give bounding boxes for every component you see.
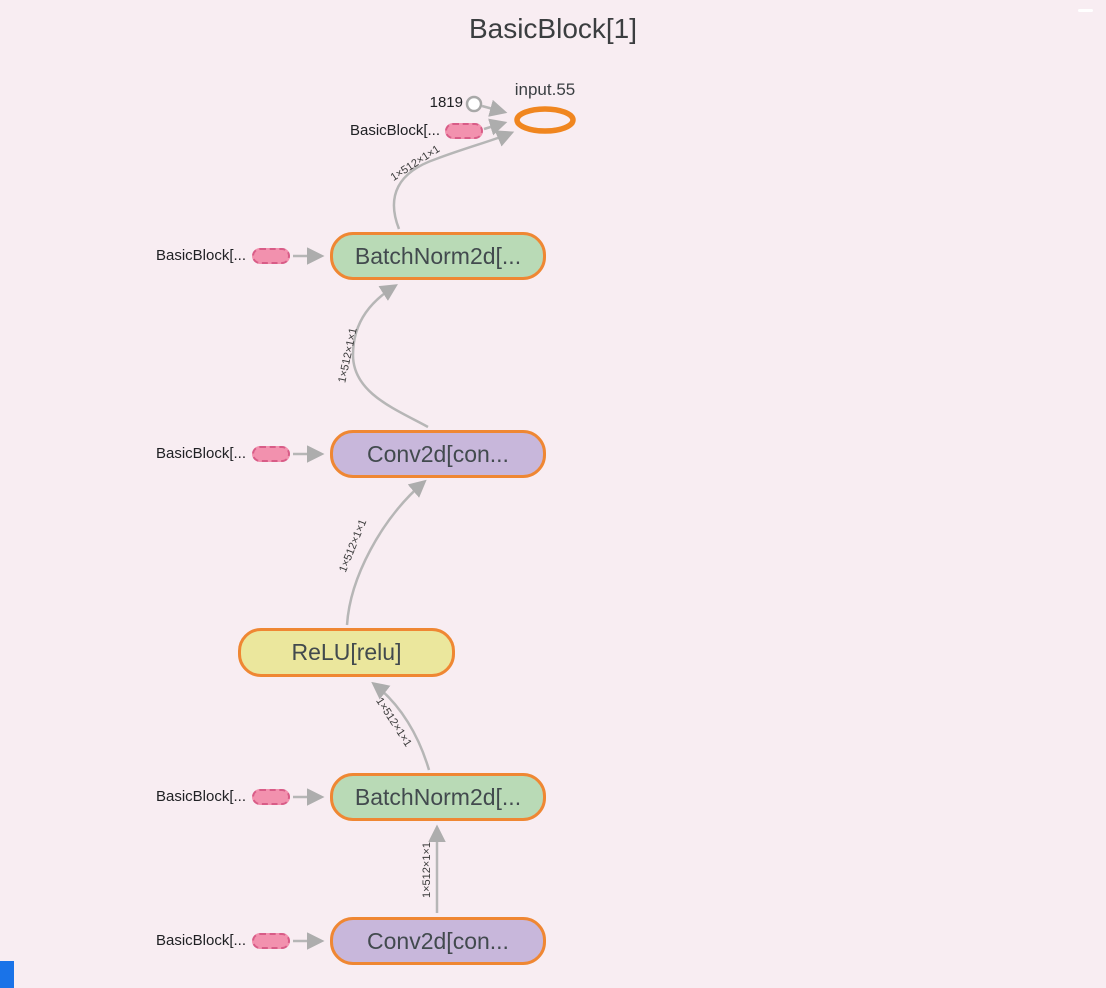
input-stub-label: BasicBlock[... — [349, 122, 440, 139]
edge-path — [481, 99, 508, 117]
edge-shape-label: 1×512×1×1 — [389, 143, 442, 184]
node-conv2d-top[interactable]: Conv2d[con... — [330, 430, 546, 478]
edge-path — [483, 118, 508, 136]
output-node-label: input.55 — [514, 80, 576, 99]
const-node-circle[interactable] — [465, 95, 483, 113]
edge-path — [351, 284, 429, 429]
input-stub[interactable] — [252, 789, 290, 805]
edge-shape-label: 1×512×1×1 — [421, 842, 433, 898]
input-stub-label: BasicBlock[... — [155, 247, 246, 264]
node-batchnorm2d-top[interactable]: BatchNorm2d[... — [330, 232, 546, 280]
node-label: Conv2d[con... — [367, 440, 509, 467]
input-stub-label: BasicBlock[... — [155, 788, 246, 805]
input-stub[interactable] — [445, 123, 483, 139]
input-stub[interactable] — [252, 248, 290, 264]
const-node-label: 1819 — [429, 94, 463, 111]
graph-title: BasicBlock[1] — [468, 13, 638, 44]
node-batchnorm2d-bottom[interactable]: BatchNorm2d[... — [330, 773, 546, 821]
input-stub[interactable] — [252, 933, 290, 949]
node-relu[interactable]: ReLU[relu] — [238, 628, 455, 677]
edge-shape-label: 1×512×1×1 — [337, 518, 369, 574]
node-conv2d-bottom[interactable]: Conv2d[con... — [330, 917, 546, 965]
edge-path — [371, 681, 431, 771]
node-label: BatchNorm2d[... — [354, 242, 522, 269]
node-label: BatchNorm2d[... — [354, 783, 522, 810]
input-stub-label: BasicBlock[... — [155, 445, 246, 462]
input-stub-label: BasicBlock[... — [155, 932, 246, 949]
node-label: Conv2d[con... — [367, 927, 509, 954]
input-stub[interactable] — [252, 446, 290, 462]
output-node-ellipse[interactable] — [514, 106, 576, 134]
node-label: ReLU[relu] — [291, 639, 402, 665]
minimize-icon[interactable] — [1078, 9, 1093, 12]
edge-path — [392, 130, 515, 230]
edge-shape-label: 1×512×1×1 — [336, 327, 359, 384]
corner-accent — [0, 961, 14, 988]
edge-path — [345, 479, 427, 626]
